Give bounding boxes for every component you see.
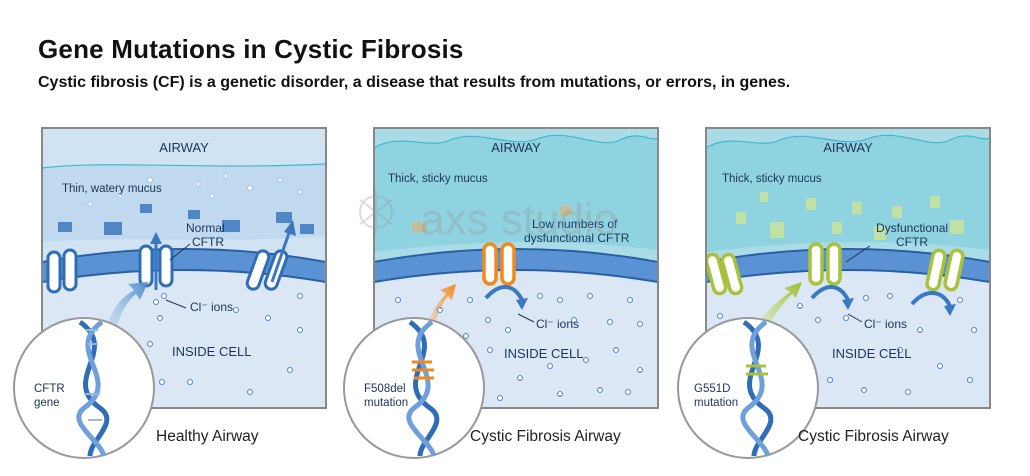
blocked-ion-arrow [484,285,524,301]
cftr-label-line2: CFTR [192,235,224,249]
inside-cell-label: INSIDE CELL [832,346,911,361]
mucus-label: Thick, sticky mucus [388,173,488,185]
inside-cell-label: INSIDE CELL [504,346,583,361]
g551d-cftr-channel-left [706,252,744,296]
g551d-cftr-channel-right [925,248,965,292]
gene-label-line2: gene [34,397,60,409]
mucus-particles [58,204,314,235]
cell-membrane [374,249,658,282]
g551d-cftr-channel-center [808,242,842,286]
cftr-label-line1: Normal [186,221,225,235]
cftr-label-line2: CFTR [896,235,928,249]
panel-f508del: AIRWAY Thick, sticky mucus Low numbers o… [343,127,659,459]
gene-label-line1: G551D [694,383,730,395]
chloride-ions [717,293,977,395]
panel-healthy: AIRWAY Thin, watery mucus Normal CFTR Cl… [13,127,327,459]
watermark-text: axs studio [420,195,618,244]
ions-label: Cl⁻ ions [536,317,579,331]
normal-cftr-channel-center [138,244,174,288]
mucus-particles [412,206,572,232]
gene-label-line1: F508del [364,383,406,395]
cell-membrane [706,249,990,282]
gene-circle: CFTR gene [13,317,155,459]
thin-mucus-layer [42,164,326,242]
page-subtitle: Cystic fibrosis (CF) is a genetic disord… [38,74,791,91]
f508del-cftr-channel [482,242,516,286]
page-title: Gene Mutations in Cystic Fibrosis [38,34,464,64]
inside-cell-label: INSIDE CELL [172,344,251,359]
panel-g551d: AIRWAY Thick, sticky mucus Dysfunctional… [677,127,991,459]
mutation-marker [412,360,434,380]
airway-label: AIRWAY [159,140,209,155]
cftr-label-line1: Dysfunctional [876,221,948,235]
gene-circle: G551D mutation [677,317,819,459]
chloride-ions [147,293,303,395]
gene-label-line2: mutation [364,397,408,409]
normal-cftr-channel-left [46,248,78,294]
mutation-marker [746,364,768,376]
gene-circle: F508del mutation [343,317,485,459]
gene-label-line2: mutation [694,397,738,409]
blocked-ion-arrow [910,291,952,308]
ions-label: Cl⁻ ions [190,300,233,314]
blocked-ion-arrow [810,285,850,301]
mucus-particles [736,192,964,240]
mucus-label: Thin, watery mucus [62,183,162,195]
water-bubbles [87,173,303,207]
panel-caption: Cystic Fibrosis Airway [470,428,621,445]
ions-label: Cl⁻ ions [864,317,907,331]
airway-label: AIRWAY [823,140,873,155]
panel-caption: Cystic Fibrosis Airway [798,428,949,445]
airway-label: AIRWAY [491,140,541,155]
gene-label-line1: CFTR [34,383,65,395]
chloride-ions [395,293,643,401]
mucus-label: Thick, sticky mucus [722,173,822,185]
thick-mucus-layer [374,135,658,252]
cftr-label-line2: dysfunctional CFTR [524,231,630,245]
cftr-label-line1: Low numbers of [532,217,618,231]
panel-caption: Healthy Airway [156,428,259,445]
watermark-logo: axs studio [359,190,618,244]
